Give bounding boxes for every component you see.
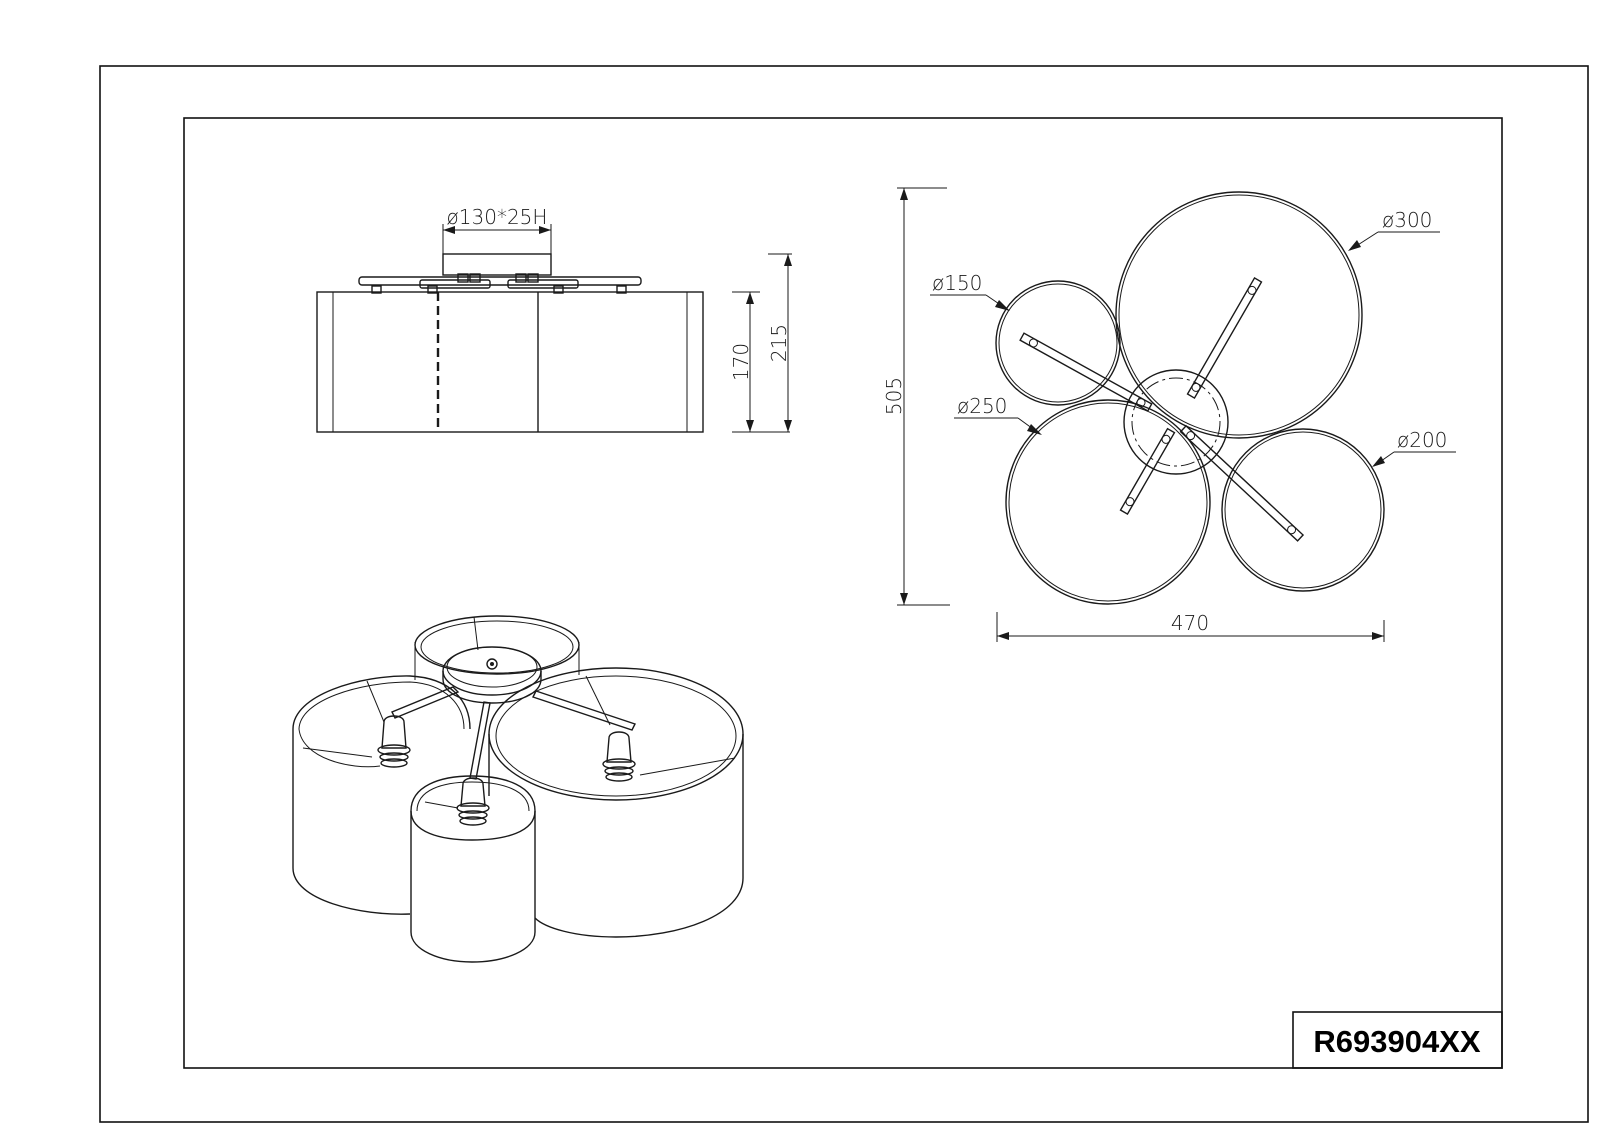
overall-width-label: 470 bbox=[1171, 611, 1209, 635]
socket-left bbox=[377, 715, 411, 768]
shade-4-diameter-label: ø200 bbox=[1397, 428, 1447, 452]
side-view: ø130*25H 170 215 bbox=[316, 205, 792, 433]
shade-2-diameter-label: ø300 bbox=[1382, 208, 1432, 232]
inner-frame bbox=[183, 117, 1503, 1069]
outer-frame bbox=[99, 65, 1589, 1123]
height-shade-label: 170 bbox=[729, 343, 753, 381]
top-view: ø150 ø300 ø250 ø200 505 470 bbox=[882, 187, 1456, 642]
canopy-dimension-label: ø130*25H bbox=[447, 205, 548, 229]
shade-1-diameter-label: ø150 bbox=[932, 271, 982, 295]
socket-front bbox=[456, 777, 490, 826]
socket-right bbox=[602, 731, 636, 782]
shade-3-diameter-label: ø250 bbox=[957, 394, 1007, 418]
title-block: R693904XX bbox=[1292, 1011, 1503, 1069]
height-total-label: 215 bbox=[767, 324, 791, 362]
part-number: R693904XX bbox=[1313, 1024, 1481, 1059]
overall-depth-label: 505 bbox=[882, 377, 906, 415]
perspective-view bbox=[292, 615, 744, 963]
